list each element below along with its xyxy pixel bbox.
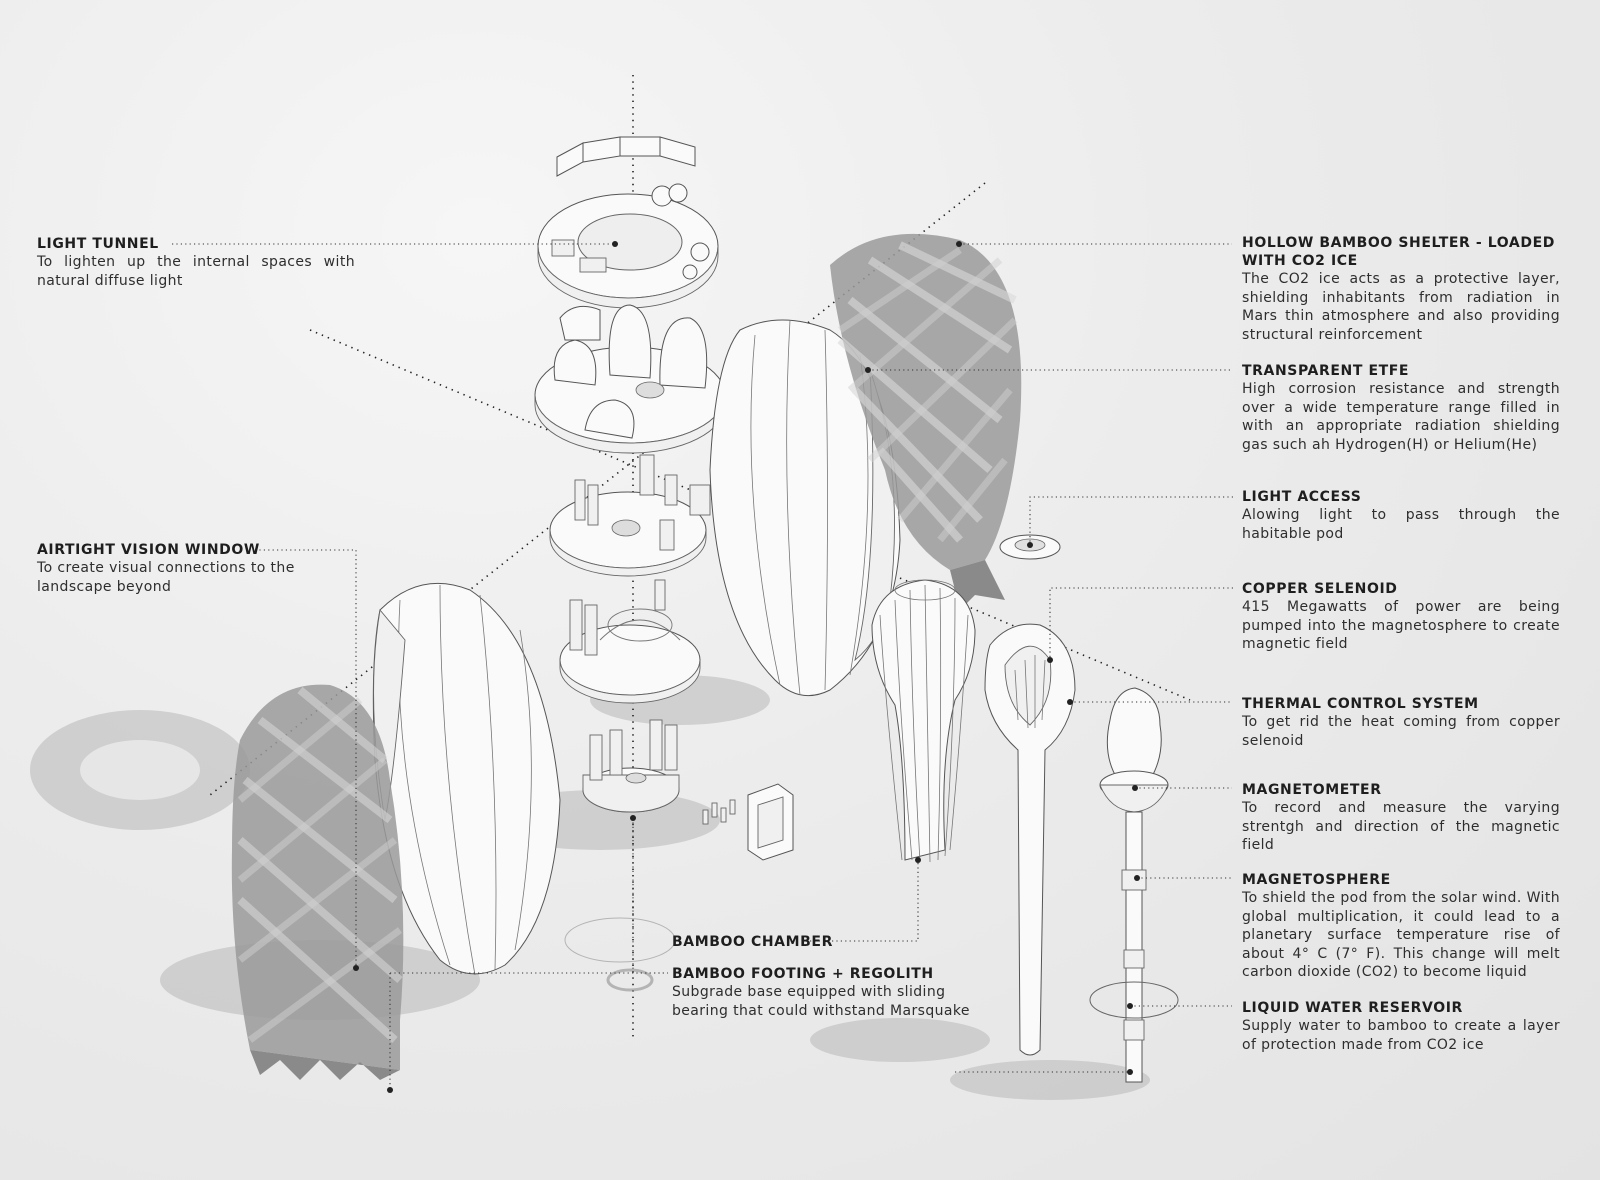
label-hollow-bamboo-shelter: HOLLOW BAMBOO SHELTER - LOADED WITH CO2 … [1242, 234, 1560, 344]
dark-bamboo-shelter-left [231, 684, 404, 1080]
light-tunnel-desc: To lighten up the internal spaces with n… [37, 254, 355, 289]
label-copper-selenoid: COPPER SELENOID 415 Megawatts of power a… [1242, 580, 1560, 654]
label-liquid-water-reservoir: LIQUID WATER RESERVOIR Supply water to b… [1242, 999, 1560, 1054]
thermal-control-system-desc: To get rid the heat coming from copper s… [1242, 714, 1560, 749]
label-transparent-etfe: TRANSPARENT ETFE High corrosion resistan… [1242, 362, 1560, 454]
light-access-title: LIGHT ACCESS [1242, 489, 1362, 505]
label-light-tunnel: LIGHT TUNNEL To lighten up the internal … [37, 235, 355, 290]
thermal-control-system-title: THERMAL CONTROL SYSTEM [1242, 696, 1479, 712]
liquid-water-reservoir-desc: Supply water to bamboo to create a layer… [1242, 1018, 1560, 1053]
transparent-etfe-title: TRANSPARENT ETFE [1242, 363, 1410, 379]
leader-lines [172, 241, 1233, 1093]
liquid-water-reservoir-title: LIQUID WATER RESERVOIR [1242, 1000, 1463, 1016]
hollow-bamboo-shelter-desc: The CO2 ice acts as a protective layer, … [1242, 271, 1560, 343]
bamboo-footing-title: BAMBOO FOOTING + REGOLITH [672, 966, 934, 982]
bamboo-footing-desc: Subgrade base equipped with sliding bear… [672, 984, 970, 1019]
label-bamboo-chamber: BAMBOO CHAMBER [672, 933, 872, 951]
label-magnetosphere: MAGNETOSPHERE To shield the pod from the… [1242, 871, 1560, 982]
thermal-control-system [984, 623, 1076, 1056]
magnetometer-desc: To record and measure the varying strent… [1242, 800, 1560, 853]
level-2-deck [549, 454, 711, 577]
label-bamboo-footing: BAMBOO FOOTING + REGOLITH Subgrade base … [672, 965, 1002, 1020]
magnetometer-title: MAGNETOMETER [1242, 782, 1382, 798]
upper-deck [534, 304, 726, 454]
airtight-vision-window-title: AIRTIGHT VISION WINDOW [37, 542, 260, 558]
level-3-deck [559, 579, 701, 704]
airtight-vision-window-desc: To create visual connections to the land… [37, 560, 295, 595]
bamboo-chamber-title: BAMBOO CHAMBER [672, 934, 833, 950]
level-4-deck [582, 719, 680, 813]
light-tunnel-ring [537, 183, 719, 309]
transparent-etfe-desc: High corrosion resistance and strength o… [1242, 381, 1560, 453]
hollow-bamboo-shelter-title: HOLLOW BAMBOO SHELTER - LOADED WITH CO2 … [1242, 235, 1555, 269]
magnetosphere-desc: To shield the pod from the solar wind. W… [1242, 890, 1560, 980]
light-tunnel-strip [556, 136, 696, 177]
label-light-access: LIGHT ACCESS Alowing light to pass throu… [1242, 488, 1560, 543]
magnetometer-mast [1089, 687, 1179, 1083]
light-access-desc: Alowing light to pass through the habita… [1242, 507, 1560, 542]
dark-bamboo-shelter [830, 233, 1022, 610]
light-tunnel-title: LIGHT TUNNEL [37, 236, 159, 252]
footing-ghost [564, 917, 676, 992]
copper-selenoid-desc: 415 Megawatts of power are being pumped … [1242, 599, 1560, 652]
bamboo-chamber-cage [871, 579, 976, 863]
label-airtight-vision-window: AIRTIGHT VISION WINDOW To create visual … [37, 541, 337, 596]
copper-selenoid-title: COPPER SELENOID [1242, 581, 1398, 597]
label-thermal-control-system: THERMAL CONTROL SYSTEM To get rid the he… [1242, 695, 1560, 750]
magnetosphere-title: MAGNETOSPHERE [1242, 872, 1391, 888]
small-parts [702, 783, 794, 861]
label-magnetometer: MAGNETOMETER To record and measure the v… [1242, 781, 1560, 855]
